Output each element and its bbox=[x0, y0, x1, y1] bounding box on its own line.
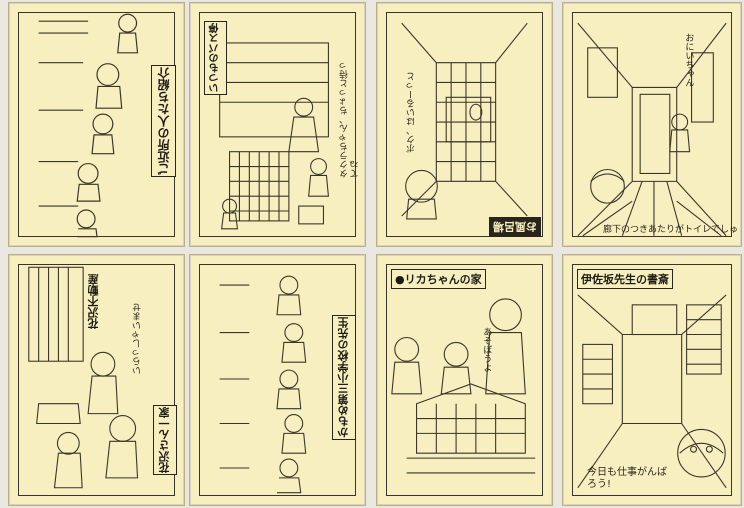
hanazawa-illustration bbox=[28, 266, 139, 489]
card-frame bbox=[572, 12, 732, 237]
speech-bubble-bottom: 廊下のつきあたりがトイレでしゅ bbox=[603, 225, 739, 235]
speech-bubble: タクラちゃん、ちょっと待ってね bbox=[340, 61, 361, 178]
rika-house-illustration bbox=[391, 298, 536, 474]
card-teachers: かもめ第三小学校の先生 bbox=[189, 254, 366, 506]
sign-label: 花沢不動産 bbox=[87, 274, 100, 329]
speech-bubble: ボク、はいるーっと bbox=[407, 72, 417, 153]
bath-illustration bbox=[401, 22, 528, 220]
card-frame bbox=[18, 264, 175, 496]
speech-bubble-top: おにいちゃん bbox=[683, 33, 694, 87]
card-hanazawa: 花沢不動産 いらっしゃいませ 花沢さん一家 bbox=[8, 254, 185, 506]
card-title: 伊佐坂先生の書斎 bbox=[577, 269, 673, 289]
card-title: かもめ第三小学校の先生 bbox=[332, 315, 356, 440]
card-bus-stop: いつものバス停 タクラちゃん、ちょっと待ってね bbox=[189, 2, 366, 247]
speech-bubble: 今日も仕事がんばろう! bbox=[587, 467, 667, 490]
card-frame bbox=[386, 12, 543, 237]
card-title: お風呂場 bbox=[489, 217, 541, 237]
speech-bubble: いらっしゃいませ bbox=[133, 303, 143, 375]
neighbors-illustration bbox=[38, 13, 139, 238]
card-bath: お風呂場 ボク、はいるーっと bbox=[376, 2, 553, 247]
card-title: ●リカちゃんの家 bbox=[391, 269, 486, 289]
card-rika-house: ●リカちゃんの家 あそぼうよ bbox=[376, 254, 553, 506]
teachers-illustration bbox=[219, 275, 307, 494]
card-title: ご近所の人たち紹介 bbox=[151, 65, 176, 177]
study-illustration bbox=[577, 294, 727, 489]
card-frame bbox=[199, 12, 356, 237]
card-frame bbox=[572, 264, 732, 496]
card-hallway: おにいちゃん 廊下のつきあたりがトイレでしゅ bbox=[562, 2, 742, 247]
card-study: 伊佐坂先生の書斎 今日も仕事がんばろう! bbox=[562, 254, 742, 506]
card-title: 花沢さん一家 bbox=[153, 405, 177, 475]
speech-bubble: あそぼうよ bbox=[481, 327, 492, 372]
card-frame bbox=[386, 264, 543, 496]
hallway-illustration bbox=[577, 22, 727, 237]
card-title: いつものバス停 bbox=[204, 21, 227, 95]
card-neighbors: ご近所の人たち紹介 bbox=[8, 2, 185, 247]
